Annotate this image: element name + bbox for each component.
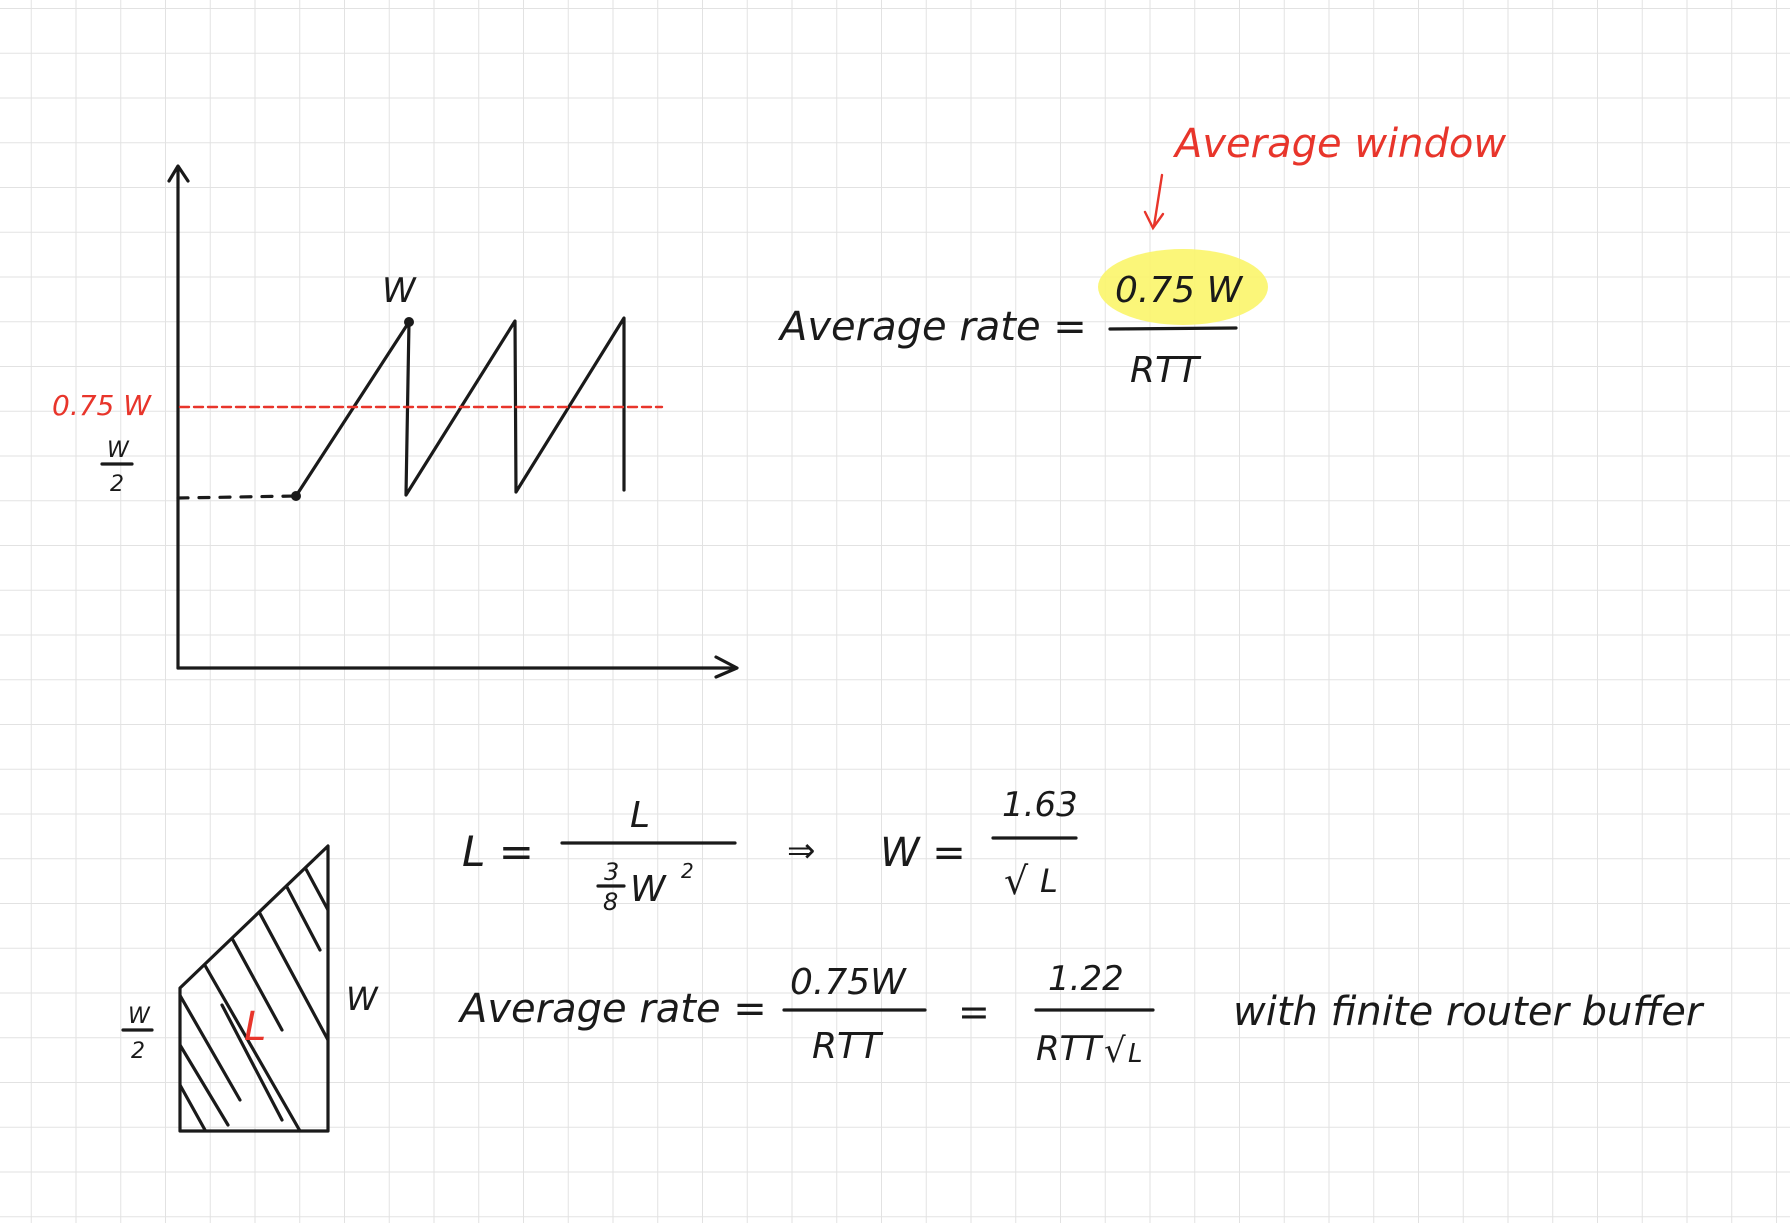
loss-area-trapezoid: L W W 2 [121, 844, 379, 1133]
svg-text:√: √ [1104, 1031, 1126, 1071]
half-window-label: W 2 [100, 438, 134, 497]
x-axis-arrowhead [714, 655, 739, 679]
formula3-lhs: Average rate = [457, 986, 767, 1032]
formula3-numerator1: 0.75W [790, 962, 907, 1003]
callout-arrowhead [1143, 210, 1165, 231]
peak-label: W [382, 271, 417, 311]
formula2-numerator: L [630, 795, 650, 836]
sawtooth-graph: W 0.75 W W 2 [52, 164, 739, 679]
svg-text:√: √ [1004, 859, 1029, 903]
svg-text:2: 2 [110, 472, 124, 497]
formula1-numerator: 0.75 W [1115, 270, 1244, 311]
callout-arrow [1152, 173, 1164, 228]
formula3-numerator2: 1.22 [1048, 959, 1124, 999]
implies-arrow: ⇒ [787, 831, 816, 871]
window-denominator: √ L [1004, 859, 1058, 903]
hatching [180, 856, 328, 1131]
formula2-lhs: L = [462, 827, 534, 876]
average-rate-lhs: Average rate = [777, 304, 1087, 350]
svg-text:W: W [128, 1004, 151, 1029]
finite-buffer-note: with finite router buffer [1233, 989, 1705, 1035]
left-side-label: W 2 [121, 1004, 154, 1064]
highlight-mark [1098, 249, 1268, 325]
loss-rate-formula: L = L 3 8 W 2 ⇒ W = 1.63 √ L [462, 785, 1078, 916]
formula3-denominator1: RTT [812, 1026, 884, 1067]
svg-text:W: W [107, 438, 130, 463]
y-axis-arrowhead [167, 164, 190, 183]
buffer-rate-formula: Average rate = 0.75W RTT = 1.22 RTT √ L … [457, 959, 1705, 1071]
svg-text:8: 8 [603, 888, 618, 916]
slow-start-dashes [176, 494, 298, 500]
formula1-fraction-bar [1108, 326, 1238, 331]
svg-text:3: 3 [604, 858, 619, 886]
average-window-label: 0.75 W [52, 389, 152, 422]
formula3-equals: = [958, 990, 990, 1034]
svg-text:2: 2 [681, 859, 694, 883]
right-side-label: W [346, 980, 379, 1018]
svg-text:L: L [1128, 1039, 1143, 1069]
svg-text:RTT: RTT [1036, 1029, 1103, 1069]
formula3-denominator2: RTT √ L [1036, 1029, 1143, 1071]
svg-text:2: 2 [131, 1039, 145, 1064]
window-lhs: W = [880, 830, 966, 876]
formula2-denominator: 3 8 W 2 [596, 858, 694, 916]
svg-text:L: L [1040, 862, 1058, 900]
peak-point [404, 317, 414, 327]
average-window-callout: Average window [1172, 121, 1506, 167]
svg-text:W: W [630, 869, 667, 910]
window-numerator: 1.63 [1002, 785, 1078, 825]
formula1-denominator: RTT [1130, 350, 1202, 391]
average-rate-formula: Average rate = 0.75 W RTT Average window [777, 121, 1506, 391]
trapezoid-outline [178, 844, 330, 1133]
area-label: L [244, 1004, 266, 1050]
